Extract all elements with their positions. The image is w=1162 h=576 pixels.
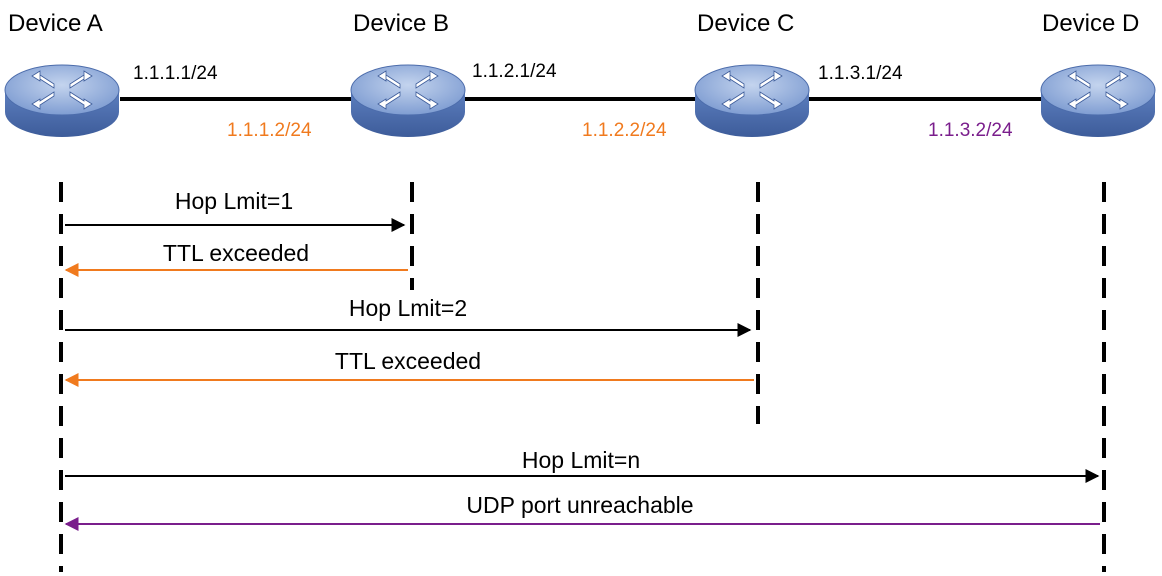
device-c-label: Device C <box>697 10 795 37</box>
ip-d-in: 1.1.3.2/24 <box>928 120 1013 141</box>
device-b-label: Device B <box>353 10 450 37</box>
msg-label-udp-unreachable: UDP port unreachable <box>466 492 694 518</box>
ip-b-in: 1.1.1.2/24 <box>227 120 312 141</box>
ip-a-out: 1.1.1.1/24 <box>133 63 218 84</box>
router-icon-device-d <box>1040 64 1156 137</box>
router-icon-device-c <box>694 64 810 137</box>
ip-b-out: 1.1.2.1/24 <box>472 61 557 82</box>
device-a-label: Device A <box>8 10 103 37</box>
msg-label-ttl-exceeded-c: TTL exceeded <box>334 348 482 374</box>
msg-label-hop-limit-1: Hop Lmit=1 <box>174 188 294 214</box>
msg-label-hop-limit-n: Hop Lmit=n <box>521 447 641 473</box>
device-d-label: Device D <box>1042 10 1140 37</box>
router-icon-device-a <box>4 64 120 137</box>
router-icon-device-b <box>350 64 466 137</box>
ip-c-in: 1.1.2.2/24 <box>582 120 667 141</box>
ip-c-out: 1.1.3.1/24 <box>818 63 903 84</box>
msg-label-ttl-exceeded-b: TTL exceeded <box>162 240 310 266</box>
msg-label-hop-limit-2: Hop Lmit=2 <box>348 295 468 321</box>
